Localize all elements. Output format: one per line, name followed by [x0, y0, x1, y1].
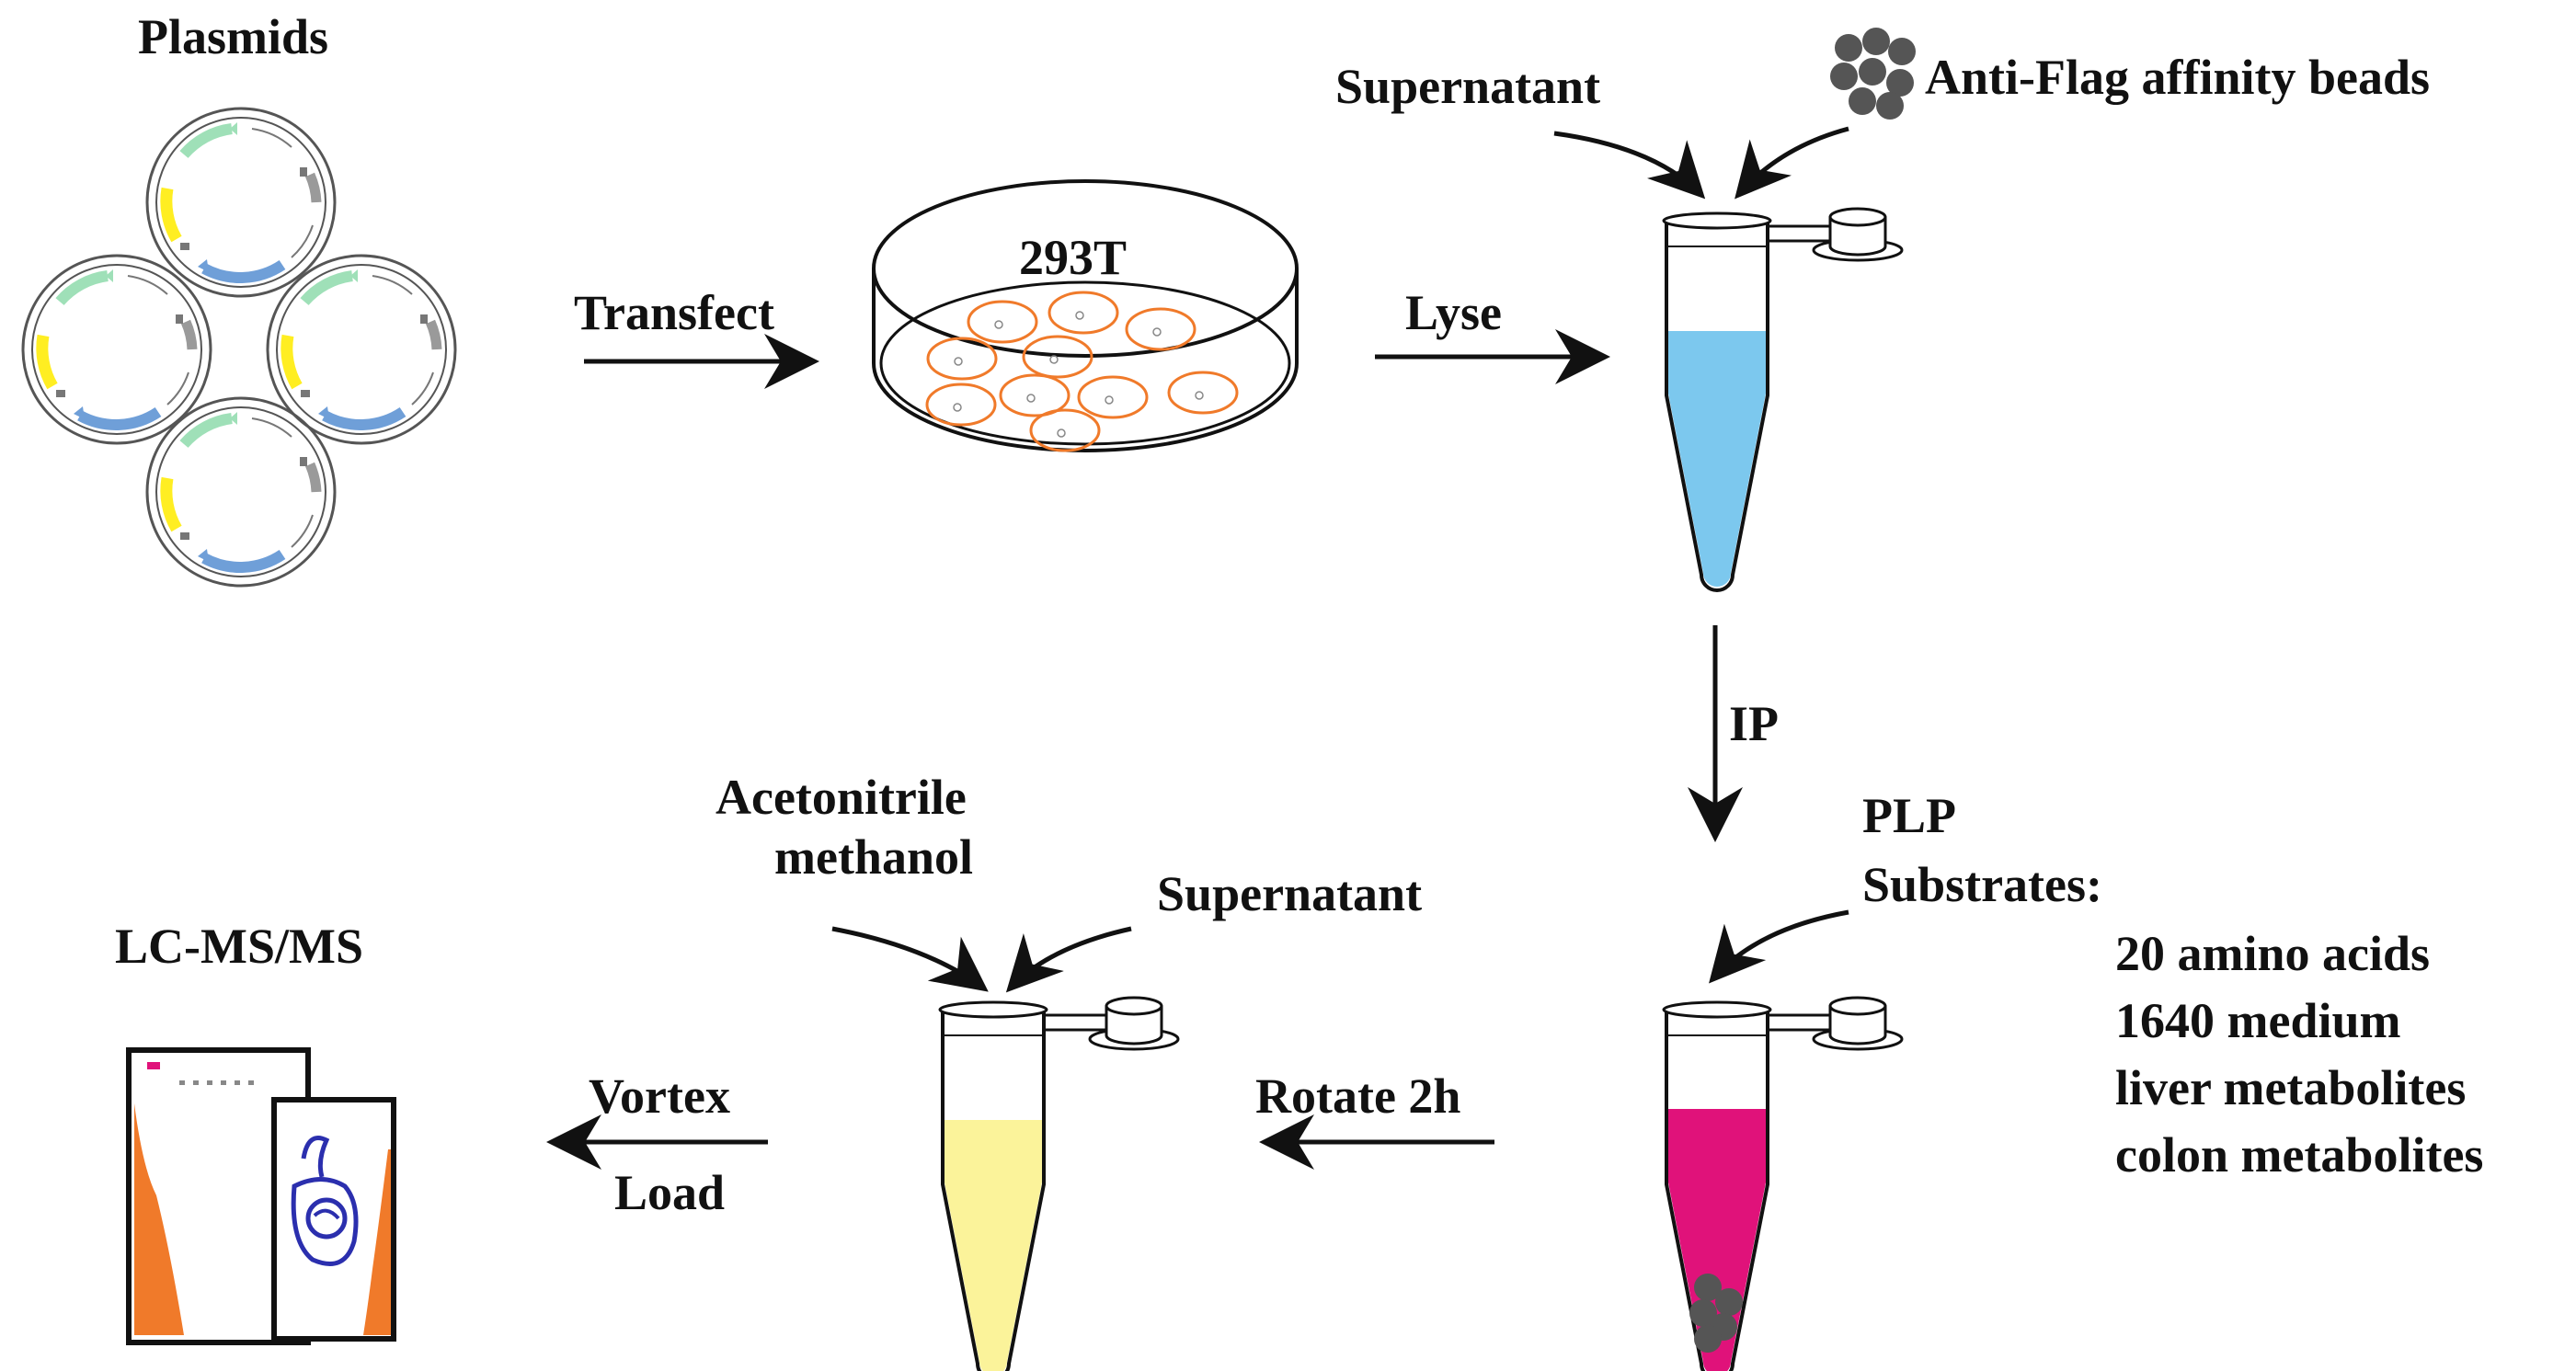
lc-ms-instrument-icon: [126, 1047, 396, 1345]
plasmids-label: Plasmids: [138, 9, 328, 64]
rotate-label: Rotate 2h: [1255, 1068, 1460, 1124]
lcms-label: LC-MS/MS: [115, 919, 363, 974]
beads-label: Anti-Flag affinity beads: [1925, 50, 2430, 105]
plp-label: PLP: [1862, 788, 1956, 843]
substrates-label: Substrates:: [1862, 857, 2102, 912]
beads-icon: [1830, 28, 1916, 120]
microcentrifuge-tube-icon: [1662, 207, 1904, 592]
transfect-label: Transfect: [574, 285, 774, 340]
supernatant-bottom-arrow: [1005, 926, 1132, 993]
substrates-arrow: [1709, 909, 1849, 984]
methanol-label: methanol: [774, 829, 973, 885]
acetonitrile-arrow: [831, 926, 989, 992]
microcentrifuge-tube-icon: [1662, 996, 1904, 1371]
lyse-label: Lyse: [1405, 285, 1502, 340]
acetonitrile-label: Acetonitrile: [716, 770, 967, 825]
supernatant-bottom-label: Supernatant: [1157, 866, 1422, 921]
load-label: Load: [614, 1165, 725, 1220]
supernatant-arrow: [1553, 131, 1706, 200]
cell-line-label: 293T: [1019, 230, 1127, 285]
substrate-item: colon metabolites: [2115, 1127, 2483, 1182]
petri-dish-icon: [872, 179, 1299, 452]
substrate-item: liver metabolites: [2115, 1060, 2466, 1115]
vortex-label: Vortex: [589, 1068, 730, 1124]
beads-arrow: [1735, 126, 1849, 200]
plasmid-icon: [23, 109, 455, 586]
substrate-item: 20 amino acids: [2115, 926, 2430, 981]
microcentrifuge-tube-icon: [938, 996, 1180, 1371]
substrate-item: 1640 medium: [2115, 993, 2401, 1048]
supernatant-top-label: Supernatant: [1335, 59, 1600, 114]
ip-label: IP: [1729, 696, 1779, 751]
